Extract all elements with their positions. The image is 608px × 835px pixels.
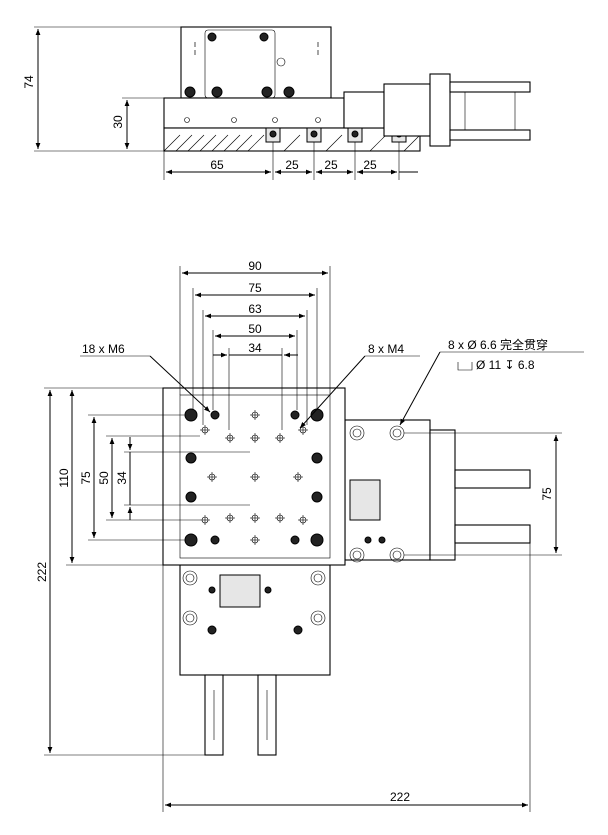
dim-25-b: 25 bbox=[324, 158, 338, 172]
dim-63: 63 bbox=[248, 302, 262, 316]
label-holes-1: 8 x Ø 6.6 完全贯穿 bbox=[448, 337, 548, 352]
dim-65: 65 bbox=[210, 158, 224, 172]
motor-rail-top bbox=[449, 81, 531, 93]
dim-25-c: 25 bbox=[363, 158, 377, 172]
screw-head bbox=[207, 32, 217, 42]
adapter-plate bbox=[343, 91, 385, 129]
m6-hole bbox=[210, 410, 220, 420]
label-m6: 18 x M6 bbox=[82, 342, 125, 356]
right-flange bbox=[429, 429, 456, 561]
m6-hole bbox=[290, 410, 300, 420]
motor-flange bbox=[383, 83, 431, 137]
m6-hole bbox=[311, 452, 323, 464]
dim-75-left: 75 bbox=[79, 471, 93, 485]
hatch-pattern bbox=[163, 134, 421, 152]
screw-head bbox=[211, 86, 223, 98]
dim-34-left: 34 bbox=[115, 471, 129, 485]
m6-hole bbox=[184, 533, 198, 547]
carriage-block bbox=[180, 26, 332, 99]
label-holes-2: Ø 11 ↧ 6.8 bbox=[476, 358, 535, 372]
dim-74: 74 bbox=[22, 75, 36, 89]
coupling-housing bbox=[429, 73, 451, 147]
dim-30: 30 bbox=[111, 115, 125, 129]
dim-110: 110 bbox=[57, 468, 71, 487]
right-rail-bottom bbox=[454, 524, 531, 544]
m6-hole bbox=[290, 535, 300, 545]
m6-hole bbox=[210, 535, 220, 545]
screw-head bbox=[259, 32, 269, 42]
side-view: 74 30 65 25 25 25 bbox=[22, 26, 531, 180]
label-m4: 8 x M4 bbox=[368, 342, 404, 356]
m6-hole bbox=[184, 408, 198, 422]
m4-holes bbox=[200, 410, 308, 545]
dim-50: 50 bbox=[248, 322, 262, 336]
dim-222-left: 222 bbox=[35, 562, 49, 582]
m6-hole bbox=[311, 491, 323, 503]
dim-222-bottom: 222 bbox=[390, 790, 410, 804]
dim-25-a: 25 bbox=[285, 158, 299, 172]
screw-head bbox=[283, 86, 295, 98]
screw-head bbox=[261, 86, 273, 98]
top-view: 90 75 63 50 34 18 x M6 8 x M4 8 x Ø 6.6 … bbox=[35, 259, 584, 812]
dim-75-right: 75 bbox=[540, 487, 554, 501]
dim-75: 75 bbox=[248, 281, 262, 295]
m6-hole bbox=[310, 408, 324, 422]
m6-hole bbox=[185, 452, 197, 464]
right-rail-top bbox=[454, 469, 531, 489]
dim-50-left: 50 bbox=[97, 471, 111, 485]
m6-hole bbox=[185, 491, 197, 503]
dim-90: 90 bbox=[248, 259, 262, 273]
dim-34-top: 34 bbox=[248, 341, 262, 355]
motor-rail-bottom bbox=[449, 129, 531, 141]
middle-block bbox=[163, 97, 345, 129]
m6-hole bbox=[310, 533, 324, 547]
screw-head bbox=[184, 86, 196, 98]
